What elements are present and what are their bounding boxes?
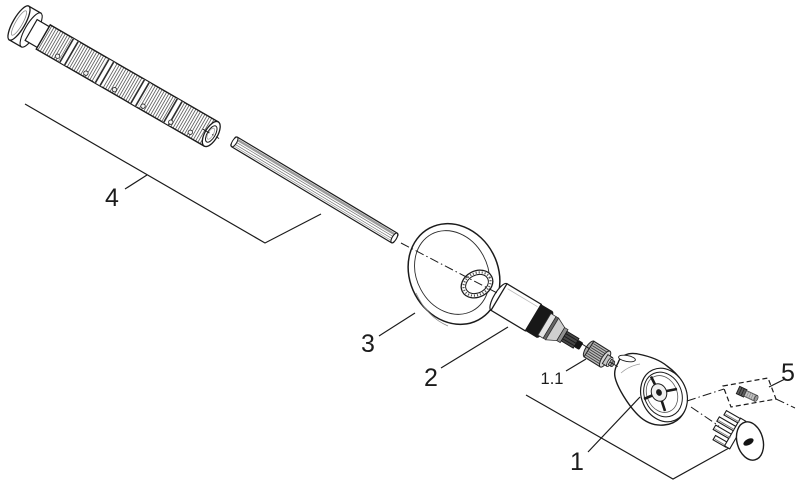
callout-5-label: 5 bbox=[781, 359, 795, 387]
leader-3 bbox=[378, 312, 416, 337]
callout-1-label: 1 bbox=[570, 448, 584, 476]
callout-3-label: 3 bbox=[361, 330, 375, 358]
part-set-screw bbox=[735, 385, 759, 402]
tick-4 bbox=[124, 174, 148, 190]
leader-5 bbox=[768, 378, 786, 388]
part-splined-adapter bbox=[582, 340, 616, 368]
part-handle-knob bbox=[613, 352, 689, 426]
tube-screw-dots bbox=[54, 53, 193, 135]
part-handle-cover-cap bbox=[712, 409, 765, 461]
bracket-1 bbox=[525, 394, 730, 480]
part-threaded-extension-tube bbox=[7, 5, 221, 148]
leader-1 bbox=[587, 396, 641, 453]
callout-4-label: 4 bbox=[105, 184, 119, 212]
tube-groove-rings bbox=[58, 37, 184, 127]
callout-2-label: 2 bbox=[424, 364, 438, 392]
leader-1-1 bbox=[565, 358, 587, 372]
part-cartridge-bushing bbox=[489, 282, 583, 350]
leader-lines bbox=[24, 103, 786, 480]
centerlines bbox=[400, 242, 796, 427]
callout-1-1-label: 1.1 bbox=[541, 370, 564, 388]
bracket-4 bbox=[24, 103, 322, 244]
cap-slot bbox=[743, 438, 754, 446]
part-escutcheon-dome bbox=[407, 222, 501, 327]
leader-2 bbox=[440, 326, 509, 369]
part-fluted-spindle-rod bbox=[230, 136, 399, 244]
